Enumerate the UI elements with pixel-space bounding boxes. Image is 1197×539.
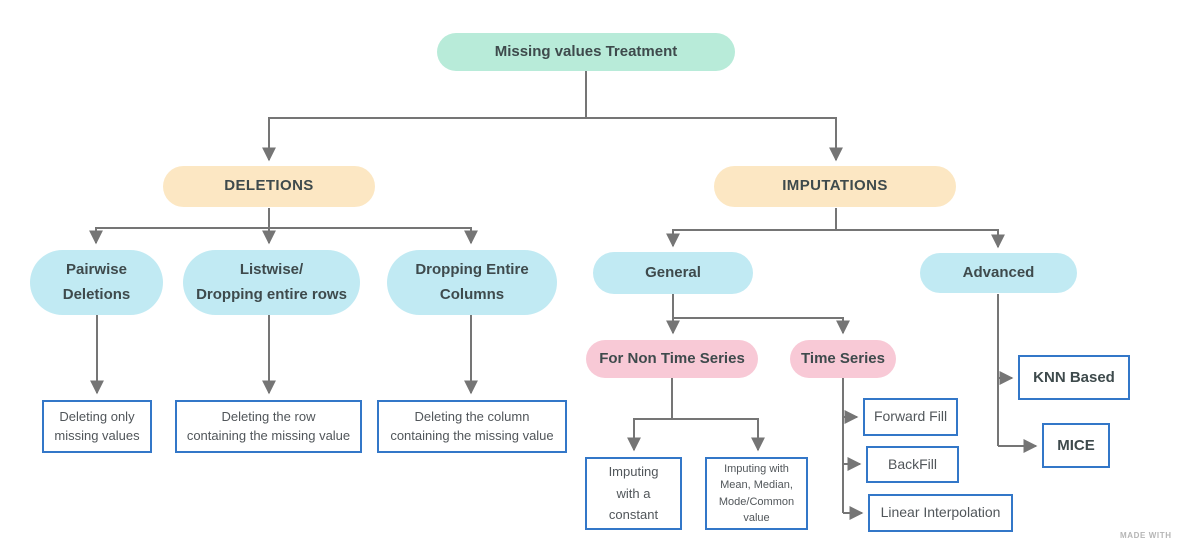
edge-non-time-series-split xyxy=(627,378,765,452)
leaf-linear-interpolation: Linear Interpolation xyxy=(868,494,1013,532)
node-missing-values-treatment: Missing values Treatment xyxy=(437,33,735,71)
node-for-non-time-series: For Non Time Series xyxy=(586,340,758,378)
edge-time-series-branches xyxy=(842,378,864,520)
edge-root-split xyxy=(262,71,843,162)
node-pairwise-deletions: Pairwise Deletions xyxy=(30,250,163,315)
leaf-deleting-only-missing-values: Deleting only missing values xyxy=(42,400,152,453)
watermark: MADE WITH xyxy=(1120,531,1172,539)
leaf-knn-based: KNN Based xyxy=(1018,355,1130,400)
edge-imputations-split xyxy=(666,208,1005,249)
node-general: General xyxy=(593,252,753,294)
node-dropping-entire-columns: Dropping Entire Columns xyxy=(387,250,557,315)
leaf-mice: MICE xyxy=(1042,423,1110,468)
node-listwise-dropping-rows: Listwise/ Dropping entire rows xyxy=(183,250,360,315)
node-imputations: IMPUTATIONS xyxy=(714,166,956,207)
leaf-imputing-mean-median-mode: Imputing with Mean, Median, Mode/Common … xyxy=(705,457,808,530)
leaf-forward-fill: Forward Fill xyxy=(863,398,958,436)
leaf-imputing-with-constant: Imputing with a constant xyxy=(585,457,682,530)
leaf-deleting-column: Deleting the column containing the missi… xyxy=(377,400,567,453)
leaf-backfill: BackFill xyxy=(866,446,959,483)
node-deletions: DELETIONS xyxy=(163,166,375,207)
node-time-series: Time Series xyxy=(790,340,896,378)
node-advanced: Advanced xyxy=(920,253,1077,293)
leaf-deleting-row: Deleting the row containing the missing … xyxy=(175,400,362,453)
edge-deletion-details xyxy=(90,315,478,395)
edge-deletions-split xyxy=(89,208,478,245)
edge-general-split xyxy=(666,294,850,335)
